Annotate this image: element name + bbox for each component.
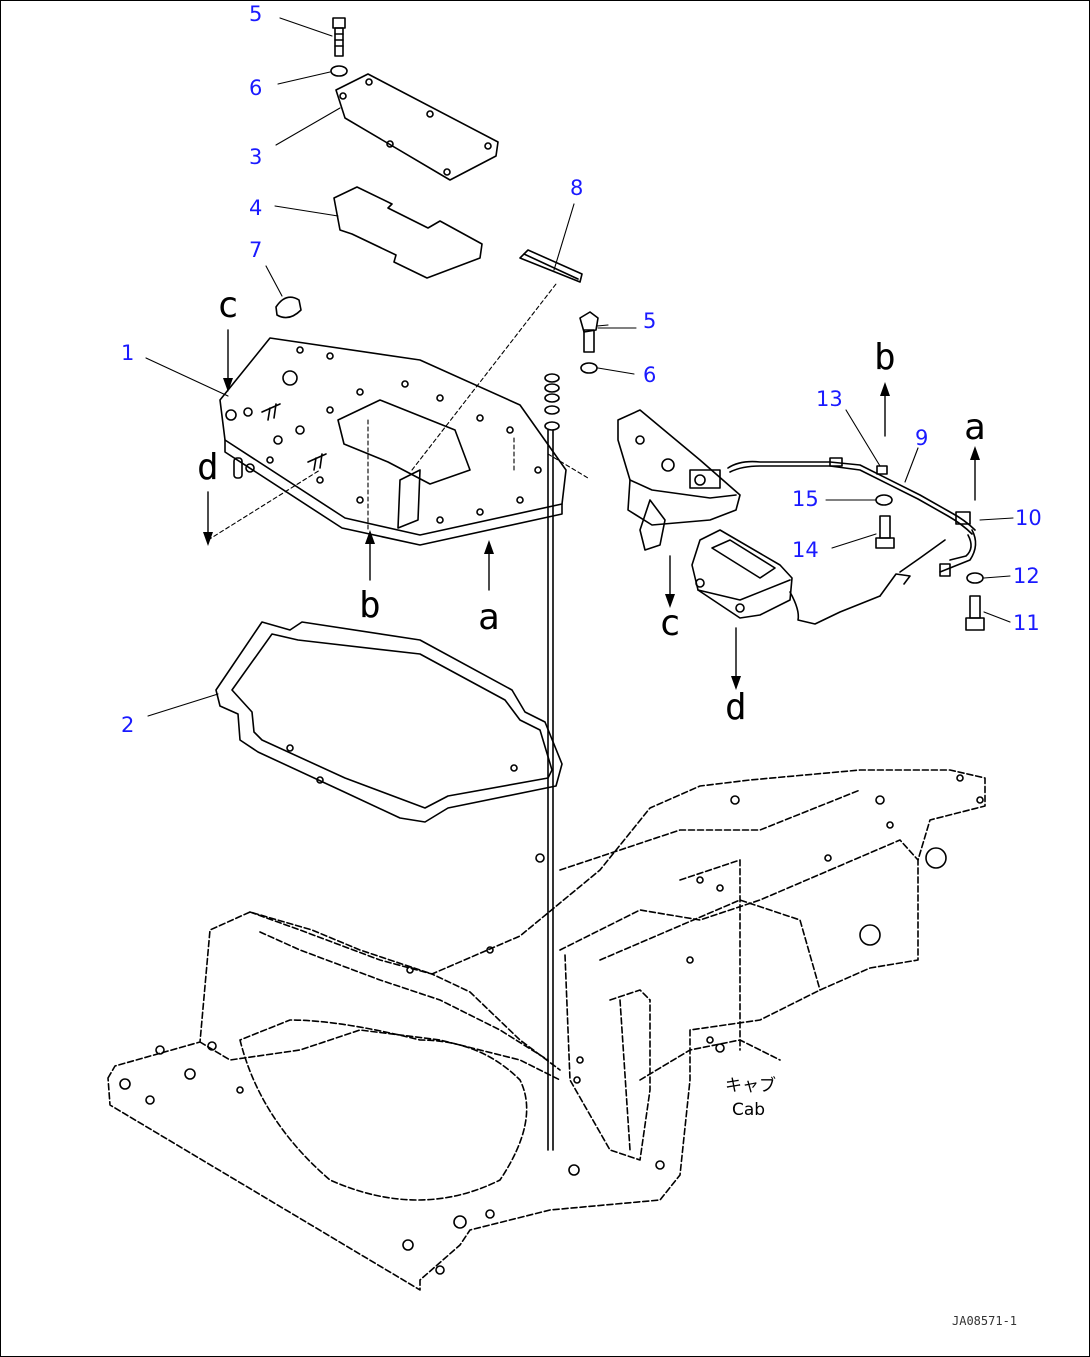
callout-14: 14 bbox=[792, 538, 819, 562]
letter-b-mid: b bbox=[359, 585, 381, 626]
callout-4: 4 bbox=[249, 196, 263, 220]
floor-plate-1 bbox=[219, 337, 567, 536]
washer-12 bbox=[966, 572, 984, 584]
bolt-5-top bbox=[332, 17, 346, 57]
washer-6-top bbox=[330, 65, 348, 77]
callout-5-top: 5 bbox=[249, 2, 263, 26]
callout-3: 3 bbox=[249, 145, 263, 169]
callout-1: 1 bbox=[121, 341, 135, 365]
letter-c-right: c bbox=[659, 603, 681, 644]
letter-d-right: d bbox=[725, 687, 747, 728]
cap-7 bbox=[275, 296, 302, 319]
callout-11: 11 bbox=[1013, 611, 1040, 635]
callout-5-mid: 5 bbox=[643, 309, 657, 333]
solenoid-block bbox=[691, 529, 793, 619]
cab-label-jp: キャブ bbox=[725, 1076, 776, 1096]
washer-15 bbox=[875, 494, 893, 506]
callout-9: 9 bbox=[915, 426, 929, 450]
gasket-2 bbox=[215, 621, 563, 823]
letter-d-left: d bbox=[197, 447, 219, 488]
callout-6-mid: 6 bbox=[643, 363, 657, 387]
callout-7: 7 bbox=[249, 238, 263, 262]
leader-lines bbox=[145, 17, 1014, 717]
lever-slot bbox=[397, 469, 421, 529]
letter-a-mid: a bbox=[478, 597, 500, 638]
callout-6-top: 6 bbox=[249, 76, 263, 100]
spring-stack bbox=[544, 373, 560, 431]
callout-13: 13 bbox=[816, 387, 843, 411]
bolt-14 bbox=[875, 515, 895, 549]
callout-2: 2 bbox=[121, 713, 135, 737]
callout-10: 10 bbox=[1015, 506, 1042, 530]
gasket-4 bbox=[333, 186, 483, 279]
letter-a-right: a bbox=[964, 407, 986, 448]
cover-plate-3 bbox=[335, 73, 499, 181]
chassis-frame bbox=[107, 769, 986, 1291]
bolt-5-mid bbox=[579, 311, 599, 353]
letter-c-top: c bbox=[217, 285, 239, 326]
floor-plate-opening bbox=[337, 399, 471, 485]
drawing-code: JA08571-1 bbox=[952, 1314, 1018, 1328]
letter-b-right: b bbox=[874, 337, 896, 378]
valve-assembly bbox=[617, 409, 793, 619]
chassis-holes bbox=[119, 774, 984, 1275]
wiring-harness-9 bbox=[727, 457, 977, 625]
cab-label-en: Cab bbox=[732, 1100, 766, 1120]
bolt-11 bbox=[965, 595, 985, 631]
callout-8: 8 bbox=[570, 176, 584, 200]
direction-arrows bbox=[207, 329, 976, 681]
callout-15: 15 bbox=[792, 487, 819, 511]
bracket-8 bbox=[519, 249, 583, 283]
washer-6-mid bbox=[580, 362, 598, 374]
callout-12: 12 bbox=[1013, 564, 1040, 588]
